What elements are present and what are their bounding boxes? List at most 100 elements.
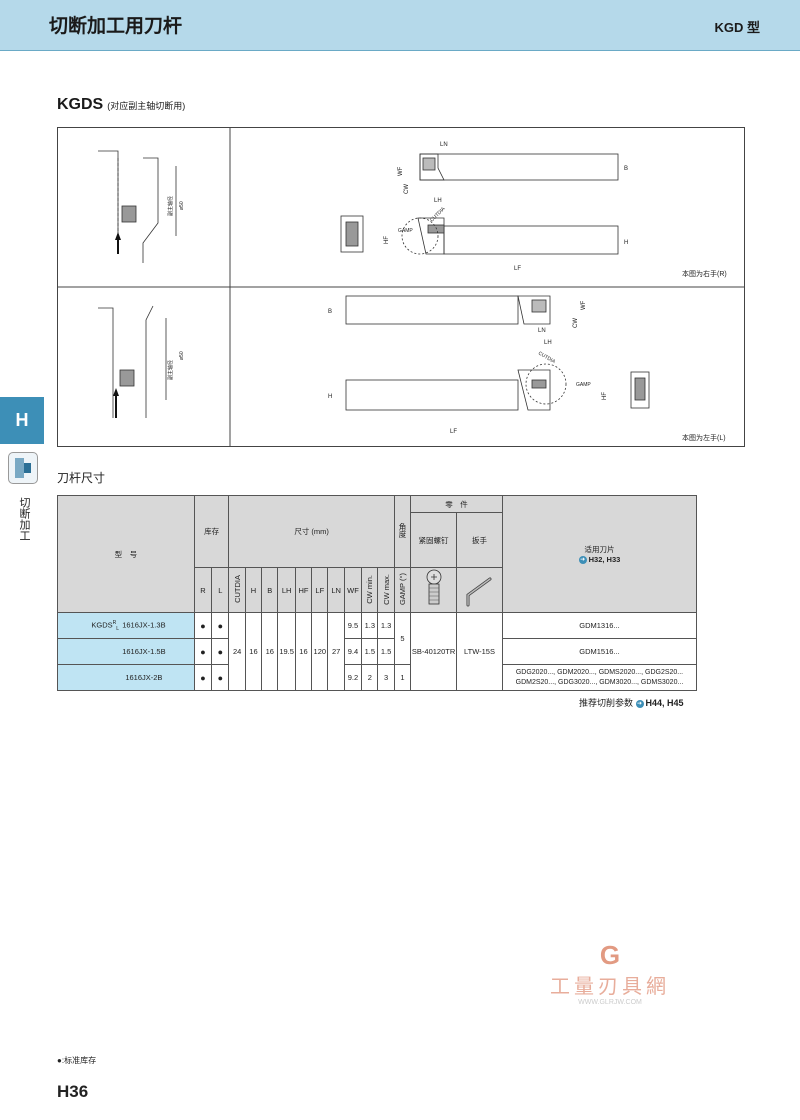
page-header: 切断加工用刀杆 KGD 型	[0, 0, 800, 51]
inserts-ref[interactable]: ➜H32, H33	[578, 554, 621, 564]
col-ln: LN	[327, 567, 345, 613]
hex-wrench-icon	[456, 567, 503, 613]
cell-cw-min: 1.3	[361, 612, 379, 639]
lh-label-lf: LF	[450, 429, 457, 435]
rh-label-h: H	[624, 240, 628, 246]
watermark-name: 工量刃具網	[550, 976, 670, 998]
watermark: G 工量刃具網 WWW.GLRJW.COM	[540, 940, 680, 1006]
legend: ●:标准库存	[57, 1056, 97, 1065]
col-gamp: GAMP (°)	[397, 572, 407, 606]
lh-label-b: B	[328, 309, 332, 315]
arrow-right-icon: ➜	[578, 556, 587, 564]
arrow-right-icon: ➜	[635, 699, 644, 708]
rh-dia-value: ø50	[179, 201, 185, 210]
col-stock: 库存	[193, 495, 230, 568]
rh-label-lh: LH	[434, 198, 442, 204]
cell-b: 16	[261, 612, 279, 691]
cell-gamp: 5	[393, 612, 412, 665]
tool-drawing-panel: 副主轴径 ø50 LN B WF CW LH CUTDIA GAMP HF H …	[57, 127, 745, 447]
col-cw-min: CW min.	[365, 574, 375, 604]
cell-cutdia: 24	[228, 612, 246, 691]
col-b: B	[261, 567, 279, 613]
col-lh: LH	[277, 567, 296, 613]
inserts-label: 适用刀片	[584, 544, 615, 554]
cell-wrench: LTW-15S	[456, 612, 503, 691]
watermark-logo: G	[599, 940, 621, 970]
col-lf: LF	[311, 567, 329, 613]
cell-wf: 9.5	[343, 612, 363, 639]
cell-cw-min: 1.5	[361, 638, 379, 665]
cell-wf: 9.4	[343, 638, 363, 665]
stock-r: ●	[193, 612, 213, 639]
lh-spindle-view	[98, 305, 167, 418]
rh-label-lf: LF	[514, 266, 521, 272]
type-label: KGD 型	[714, 20, 760, 35]
lh-label-wf: WF	[581, 300, 587, 310]
series-subtitle: (对应副主轴切断用)	[107, 101, 186, 111]
lh-front-view	[345, 363, 650, 411]
watermark-url: WWW.GLRJW.COM	[578, 999, 642, 1006]
rh-top-view	[419, 153, 619, 181]
col-hf: HF	[294, 567, 313, 613]
lh-caption: 本图为左手(L)	[682, 433, 726, 442]
cell-lh: 19.5	[277, 612, 296, 691]
screw-icon	[410, 567, 458, 613]
model-prefix: KGDSRL	[91, 619, 120, 632]
col-wrench: 扳手	[456, 512, 503, 568]
stock-l: ●	[211, 664, 230, 691]
col-parts: 零 件	[410, 495, 503, 513]
rh-front-view	[340, 215, 619, 255]
rh-label-wf: WF	[398, 166, 404, 176]
cell-cw-max: 3	[377, 664, 395, 691]
col-r: R	[193, 567, 213, 613]
lh-dia-value: ø50	[179, 351, 185, 360]
lh-label-cutdia: CUTDIA	[537, 351, 557, 366]
stock-r: ●	[193, 638, 213, 665]
table-title: 刀杆尺寸	[57, 471, 106, 485]
section-title: KGDS(对应副主轴切断用)	[57, 96, 185, 114]
col-cw-max: CW max.	[381, 573, 391, 605]
col-screw: 紧固螺钉	[410, 512, 458, 568]
holder-spec-table: 型 号 库存 尺寸 (mm) 角度 零 件 适用刀片 ➜H32, H33 紧固螺…	[57, 495, 698, 691]
cell-inserts: GDM1316...	[501, 612, 698, 639]
col-h: H	[244, 567, 263, 613]
table-row-model: 1616JX-1.5B	[57, 638, 195, 665]
side-category-label: 切断加工	[18, 497, 30, 541]
rh-spindle-view	[98, 150, 177, 263]
stock-r: ●	[193, 664, 213, 691]
rh-caption: 本图为右手(R)	[682, 269, 727, 278]
cell-inserts: GDM1516...	[501, 638, 698, 665]
rh-feed-arrow	[115, 232, 121, 240]
lh-label-hf: HF	[602, 392, 608, 400]
col-l: L	[211, 567, 230, 613]
lh-label-gamp: GAMP	[576, 382, 591, 388]
col-model: 型 号	[57, 495, 195, 613]
stock-l: ●	[211, 638, 230, 665]
col-wf: WF	[343, 567, 363, 613]
section-tab[interactable]: H	[0, 397, 44, 444]
lh-label-ln: LN	[538, 328, 546, 334]
rh-label-ln: LN	[440, 142, 448, 148]
lh-top-view	[345, 295, 551, 325]
cell-hf: 16	[294, 612, 313, 691]
lh-label-lh: LH	[544, 340, 552, 346]
cell-ln: 27	[327, 612, 345, 691]
lh-dia-label: 副主轴径	[167, 360, 174, 380]
table-row-model: 1616JX-2B	[57, 664, 195, 691]
series-name: KGDS	[57, 96, 104, 113]
stock-l: ●	[211, 612, 230, 639]
recommended-params-link[interactable]: 推荐切削参数 ➜H44, H45	[579, 698, 684, 708]
cutoff-tool-icon	[8, 452, 38, 484]
cell-wf: 9.2	[343, 664, 363, 691]
cell-screw: SB-40120TR	[410, 612, 458, 691]
rh-dia-label: 副主轴径	[167, 196, 174, 216]
cell-lf: 120	[311, 612, 329, 691]
lh-label-h: H	[328, 394, 332, 400]
col-cutdia: CUTDIA	[232, 575, 242, 603]
rh-label-gamp: GAMP	[398, 228, 413, 234]
cell-cw-min: 2	[361, 664, 379, 691]
col-dimensions: 尺寸 (mm)	[228, 495, 395, 568]
cell-cw-max: 1.3	[377, 612, 395, 639]
page-title: 切断加工用刀杆	[49, 16, 183, 37]
